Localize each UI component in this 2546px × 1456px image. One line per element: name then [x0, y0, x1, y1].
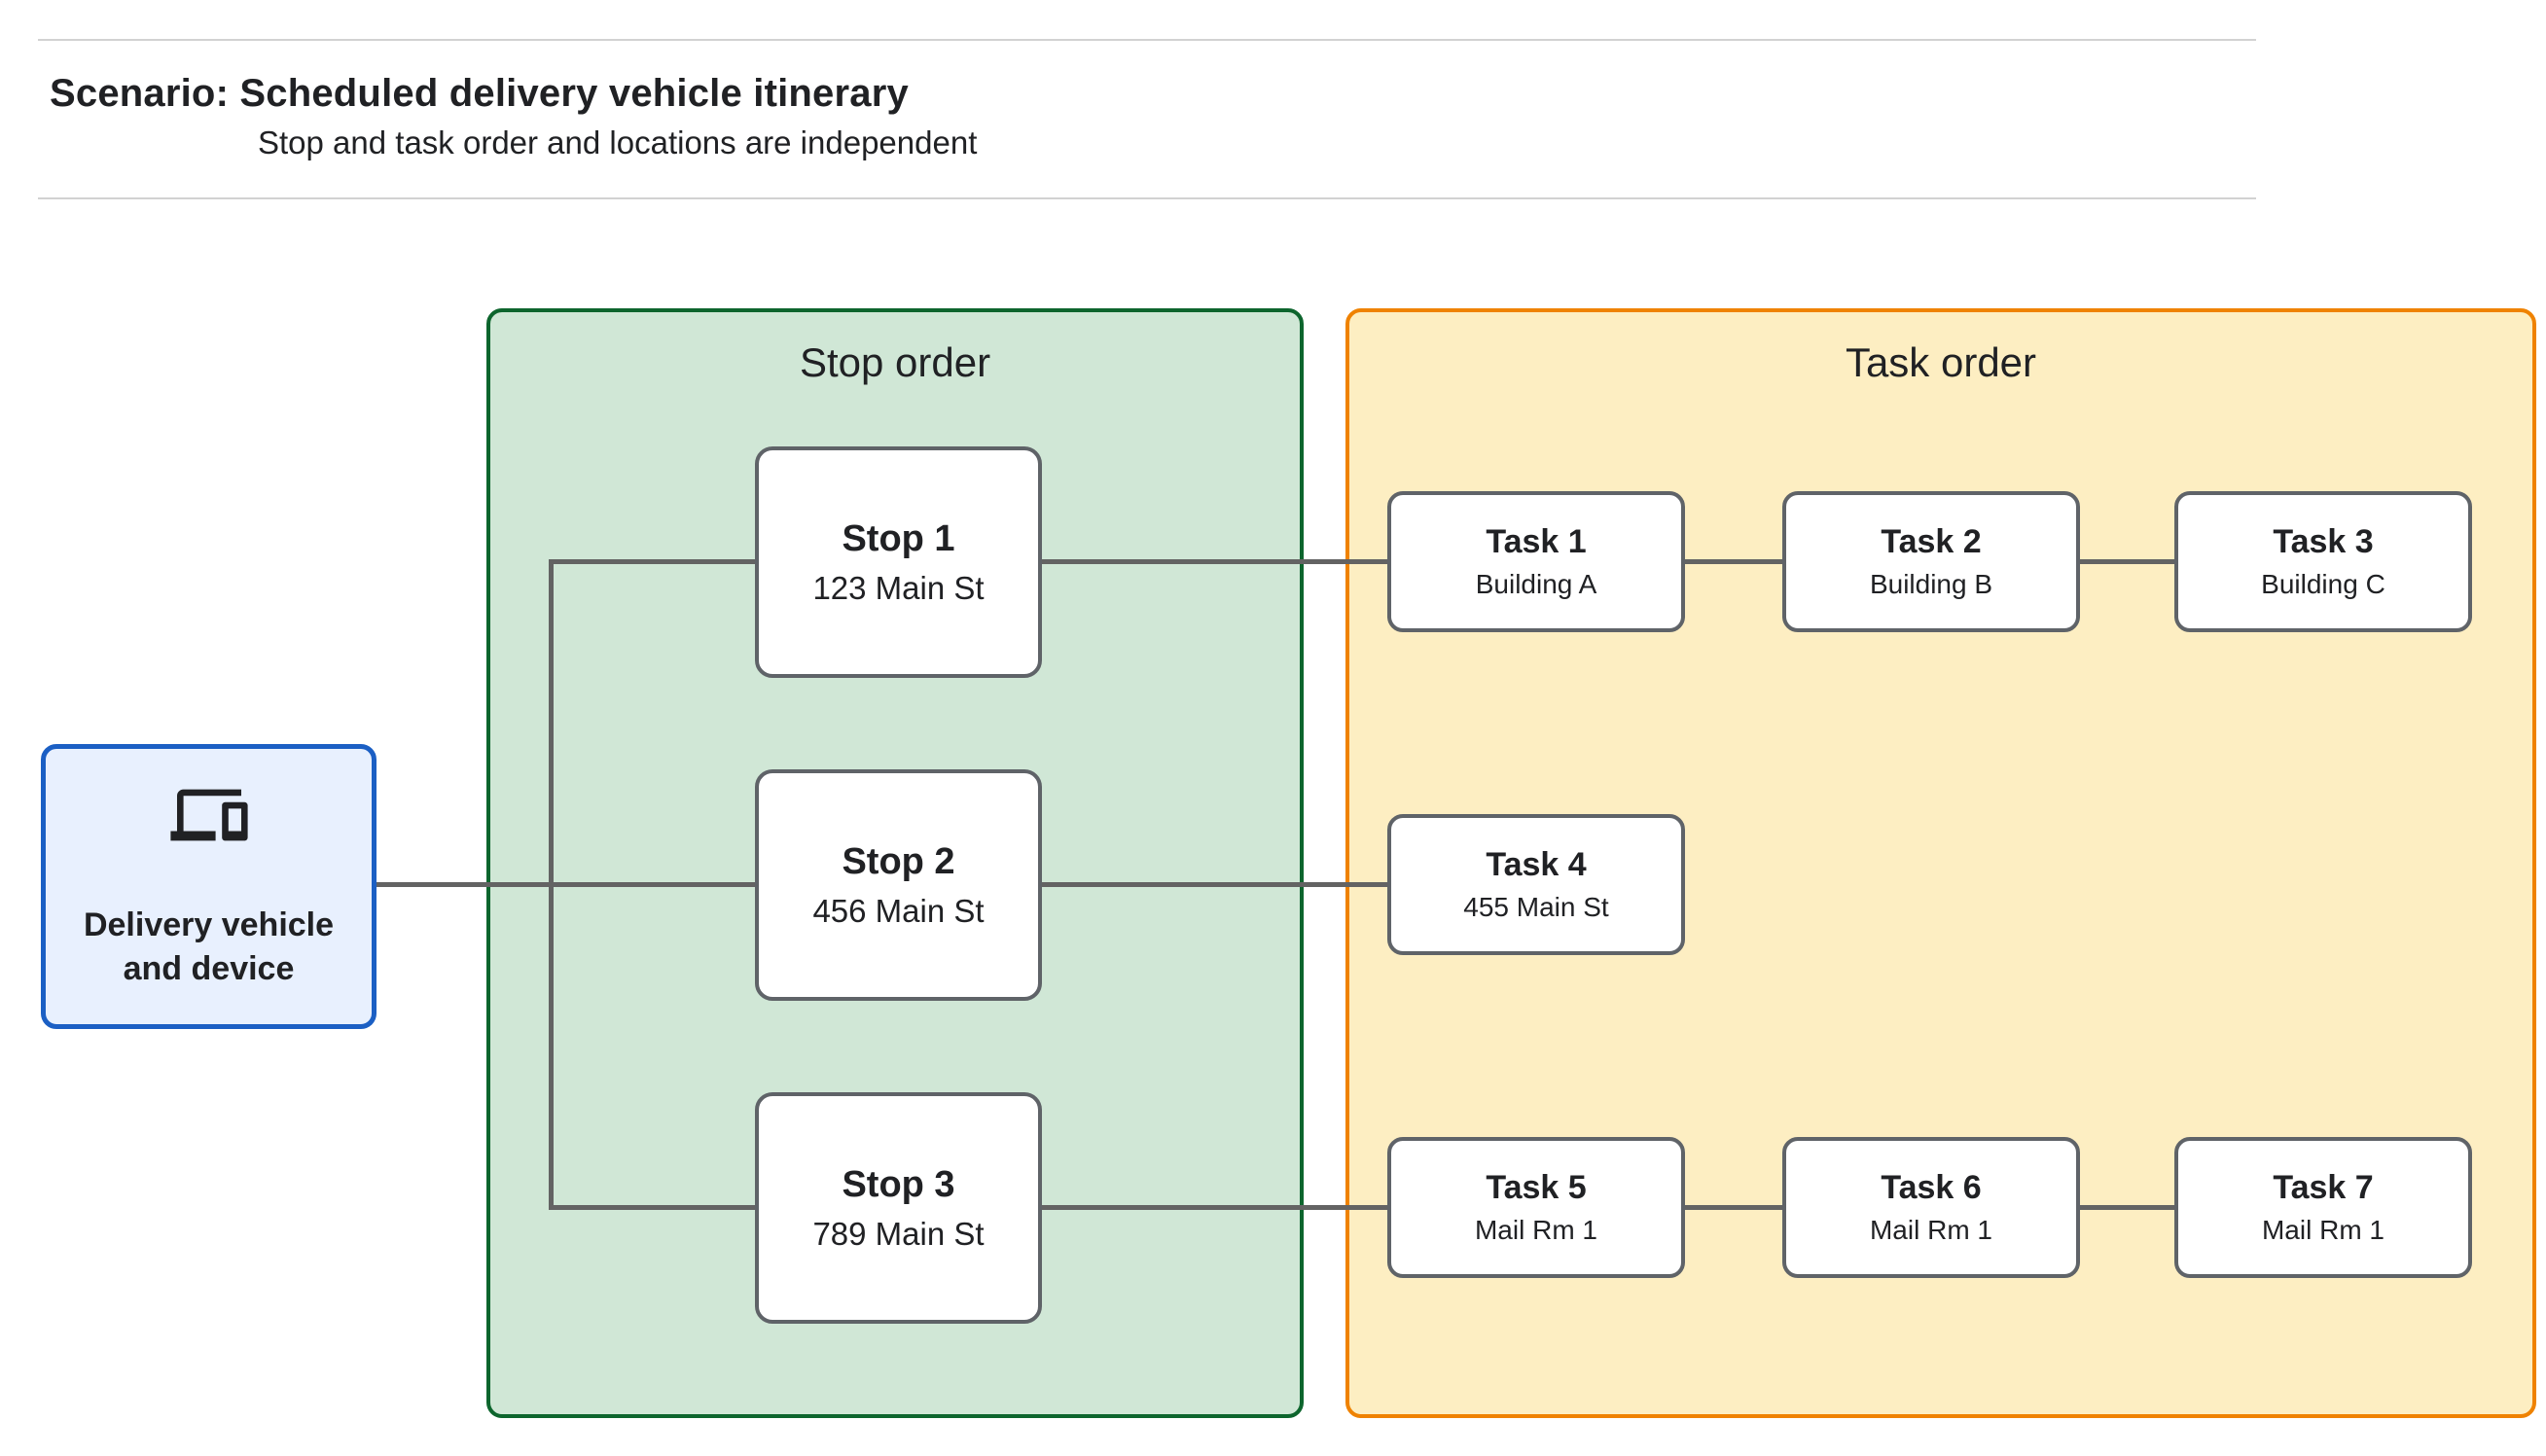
- stop-3-node: Stop 3 789 Main St: [755, 1092, 1042, 1324]
- connector-task5-task6: [1683, 1205, 1782, 1210]
- connector-branch-stop3: [549, 1205, 755, 1210]
- task-1-location: Building A: [1475, 569, 1597, 599]
- task-2-node: Task 2 Building B: [1782, 491, 2080, 632]
- task-2-title: Task 2: [1881, 523, 1982, 560]
- divider-bottom: [38, 197, 2256, 199]
- task-7-title: Task 7: [2273, 1169, 2374, 1206]
- task-6-node: Task 6 Mail Rm 1: [1782, 1137, 2080, 1278]
- task-7-node: Task 7 Mail Rm 1: [2174, 1137, 2472, 1278]
- task-order-group-title: Task order: [1845, 339, 2037, 385]
- stop-1-node: Stop 1 123 Main St: [755, 446, 1042, 678]
- task-2-location: Building B: [1869, 569, 1993, 599]
- divider-top: [38, 39, 2256, 41]
- page-subtitle: Stop and task order and locations are in…: [258, 124, 978, 160]
- stop-2-address: 456 Main St: [812, 892, 985, 929]
- task-7-location: Mail Rm 1: [2261, 1215, 2385, 1245]
- task-3-location: Building C: [2261, 569, 2385, 599]
- task-1-title: Task 1: [1486, 523, 1587, 560]
- page-title: Scenario: Scheduled delivery vehicle iti…: [50, 72, 909, 115]
- stop-2-title: Stop 2: [842, 840, 955, 882]
- connector-branch-stop1: [549, 559, 755, 564]
- connector-trunk-vertical: [549, 559, 554, 1210]
- connector-stop1-task1: [1040, 559, 1387, 564]
- stop-order-group-title: Stop order: [799, 339, 991, 385]
- task-4-title: Task 4: [1486, 846, 1587, 883]
- connector-stop2-task4: [1040, 882, 1387, 887]
- delivery-vehicle-label: Delivery vehicle and device: [83, 906, 335, 987]
- delivery-vehicle-node: Delivery vehicle and device: [41, 744, 377, 1029]
- task-4-node: Task 4 455 Main St: [1387, 814, 1685, 955]
- stop-3-address: 789 Main St: [812, 1215, 985, 1252]
- task-6-title: Task 6: [1881, 1169, 1982, 1206]
- stop-1-address: 123 Main St: [812, 569, 985, 606]
- task-5-location: Mail Rm 1: [1474, 1215, 1597, 1245]
- stop-3-title: Stop 3: [842, 1163, 955, 1205]
- connector-stop3-task5: [1040, 1205, 1387, 1210]
- task-1-node: Task 1 Building A: [1387, 491, 1685, 632]
- task-5-title: Task 5: [1486, 1169, 1587, 1206]
- task-5-node: Task 5 Mail Rm 1: [1387, 1137, 1685, 1278]
- stop-2-node: Stop 2 456 Main St: [755, 769, 1042, 1001]
- connector-task6-task7: [2078, 1205, 2174, 1210]
- devices-icon: [169, 789, 248, 840]
- connector-task1-task2: [1683, 559, 1782, 564]
- connector-task2-task3: [2078, 559, 2174, 564]
- task-3-title: Task 3: [2273, 523, 2374, 560]
- task-4-location: 455 Main St: [1463, 892, 1609, 922]
- stop-1-title: Stop 1: [842, 517, 955, 559]
- task-3-node: Task 3 Building C: [2174, 491, 2472, 632]
- connector-vehicle-to-stops: [375, 882, 755, 887]
- task-6-location: Mail Rm 1: [1869, 1215, 1992, 1245]
